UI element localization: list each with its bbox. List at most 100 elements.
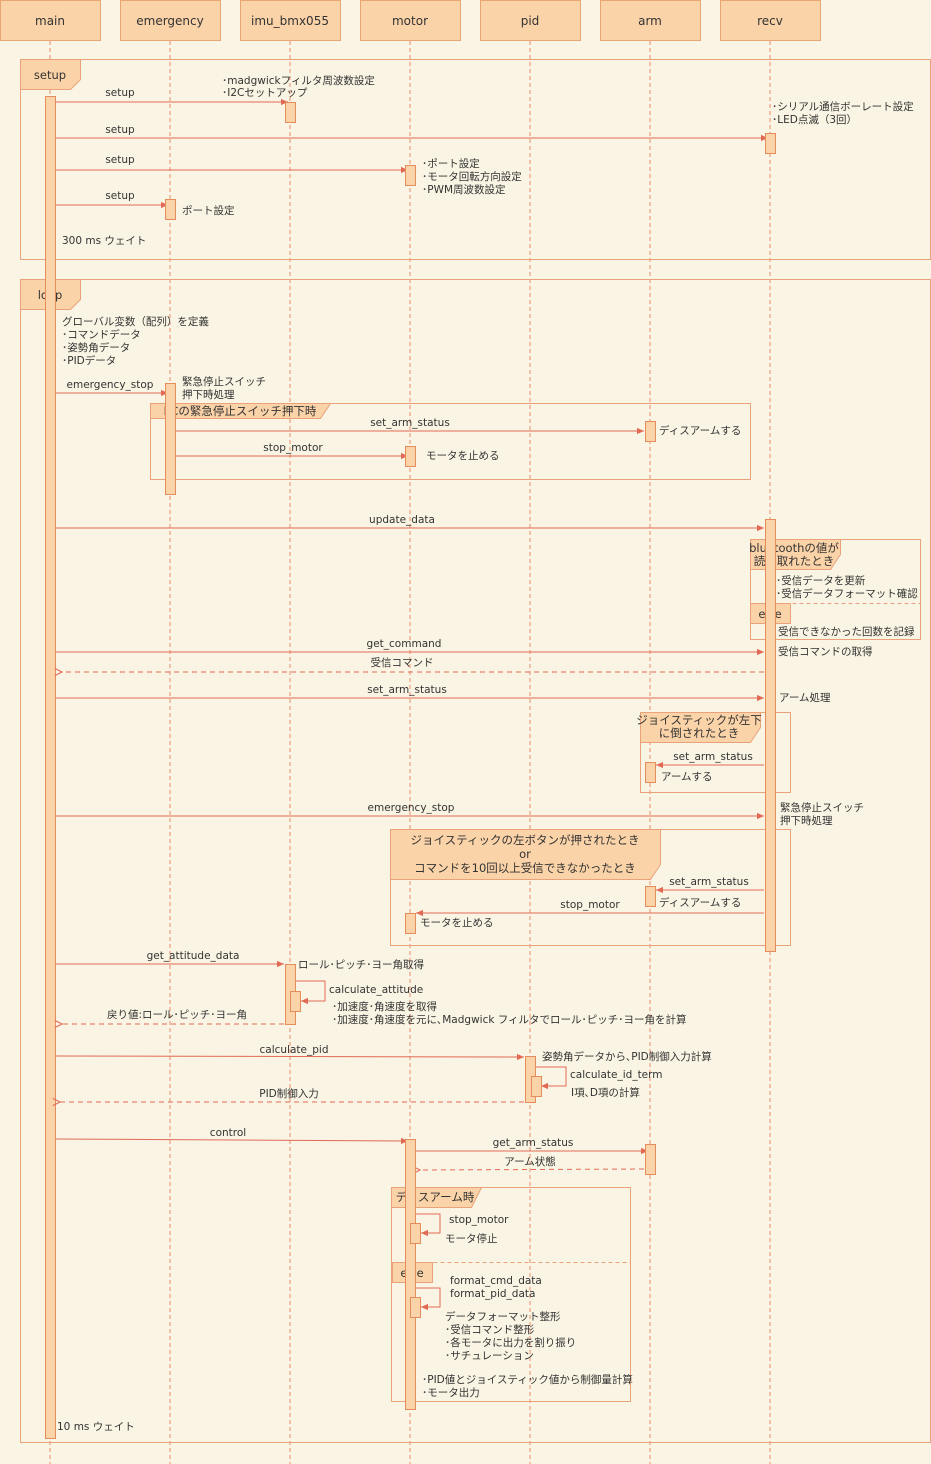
msg-calculate-attitude-label: calculate_attitude — [329, 984, 423, 996]
note-id-term-calc: I項､D項の計算 — [571, 1086, 640, 1099]
activation-imu-calc — [290, 991, 301, 1012]
note-emergency-setup: ポート設定 — [182, 204, 235, 217]
msg-received-command-label: 受信コマンド — [371, 657, 434, 669]
msg-setup-motor-label: setup — [105, 154, 135, 166]
msg-setup-recv-label: setup — [105, 124, 135, 136]
lane-imu: imu_bmx055 — [240, 0, 341, 41]
note-recv-fail: 受信できなかった回数を記録 — [778, 625, 915, 638]
note-disarm-1: ディスアームする — [659, 424, 741, 437]
msg-format-pid-data-label: format_pid_data — [450, 1288, 535, 1300]
lane-emergency: emergency — [120, 0, 221, 41]
activation-motor-stop-2 — [405, 913, 416, 934]
msg-control-label: control — [210, 1127, 246, 1139]
note-globals-1: グローバル変数（配列）を定義 — [62, 315, 209, 328]
note-recv-update-1: ･受信データを更新 — [776, 574, 866, 587]
frame-disarm-condition-label-1: ジョイスティックの左ボタンが押されたとき — [411, 833, 640, 847]
lane-main-title: main — [35, 14, 65, 28]
msg-stop-motor-1-label: stop_motor — [263, 442, 323, 454]
lane-motor-title: motor — [392, 14, 428, 28]
msg-control — [55, 1137, 409, 1145]
note-imu-setup-1: ･madgwickフィルタ周波数設定 — [222, 74, 375, 87]
note-arm-do: アームする — [661, 771, 713, 783]
note-recv-setup-1: ･シリアル通信ボーレート設定 — [772, 100, 914, 113]
note-arm-process: アーム処理 — [779, 691, 831, 704]
note-control-2: ･モータ出力 — [422, 1386, 480, 1399]
activation-emergency-loop-overlay — [165, 383, 176, 495]
msg-format — [416, 1287, 441, 1311]
note-format-2: ･受信コマンド整形 — [445, 1323, 535, 1336]
activation-arm-disarm-1 — [645, 421, 656, 442]
note-emergency-proc-2-l1: 緊急停止スイッチ — [780, 801, 864, 814]
note-get-command: 受信コマンドの取得 — [778, 646, 873, 658]
note-format-4: ･サチュレーション — [445, 1350, 534, 1362]
frame-setup-label: setup — [34, 68, 66, 82]
note-disarm-2: ディスアームする — [659, 896, 741, 909]
activation-motor-control-overlay — [405, 1139, 416, 1410]
note-imu-setup-2: ･I2Cセットアップ — [222, 87, 308, 99]
lane-pid-title: pid — [521, 14, 540, 28]
note-attitude-calc-1: ･加速度･角速度を取得 — [332, 1000, 437, 1013]
lane-emergency-title: emergency — [136, 14, 203, 28]
msg-emergency-stop-2-label: emergency_stop — [368, 802, 455, 814]
msg-get-attitude-data-label: get_attitude_data — [147, 950, 240, 962]
msg-attitude-return-label: 戻り値:ロール･ピッチ･ヨー角 — [107, 1008, 247, 1021]
note-wait-10: 10 ms ウェイト — [57, 1421, 135, 1433]
activation-pid-id — [531, 1076, 542, 1097]
msg-calculate-pid — [55, 1053, 525, 1061]
note-emergency-proc-2-l2: 押下時処理 — [780, 814, 833, 827]
msg-calculate-id-term — [536, 1066, 567, 1090]
activation-motor-setup — [405, 165, 416, 186]
lane-recv: recv — [720, 0, 821, 41]
activation-emergency-setup — [165, 199, 176, 220]
msg-emergency-stop-1-label: emergency_stop — [67, 379, 154, 391]
msg-set-arm-status-4-label: set_arm_status — [669, 876, 749, 888]
note-emergency-proc-1-l1: 緊急停止スイッチ — [182, 375, 266, 388]
frame-fc-emergency-label: FCの緊急停止スイッチ押下時 — [164, 404, 317, 418]
msg-format-cmd-data-label: format_cmd_data — [450, 1275, 542, 1287]
note-motor-stop-3: モータ停止 — [445, 1232, 498, 1245]
frame-disarm-condition-label-3: コマンドを10回以上受信できなかったとき — [414, 861, 636, 875]
lane-motor: motor — [360, 0, 461, 41]
msg-pid-return-label: PID制御入力 — [259, 1087, 319, 1100]
frame-joystick: ジョイスティックが左下 に倒されたとき — [636, 712, 791, 793]
note-motor-setup-1: ･ポート設定 — [422, 157, 480, 170]
activation-arm-disarm-2 — [645, 886, 656, 907]
frame-joystick-label-1: ジョイスティックが左下 — [636, 713, 761, 727]
activation-motor-stop-1 — [405, 446, 416, 467]
msg-stop-motor-3 — [416, 1213, 441, 1237]
frame-fc-emergency: FCの緊急停止スイッチ押下時 — [150, 403, 751, 480]
frame-bluetooth-label-1: bluetoothの値が — [749, 541, 839, 555]
msg-arm-status-return — [420, 1169, 645, 1170]
msg-update-data-label: update_data — [369, 514, 435, 526]
msg-setup-emergency-label: setup — [105, 190, 135, 202]
activation-recv-setup — [765, 133, 776, 154]
note-globals-3: ･姿勢角データ — [62, 341, 130, 354]
lane-recv-title: recv — [757, 14, 783, 28]
frame-disarm-condition: ジョイスティックの左ボタンが押されたとき or コマンドを10回以上受信できなか… — [390, 829, 791, 946]
note-globals-2: ･コマンドデータ — [62, 328, 141, 341]
msg-set-arm-status-1-label: set_arm_status — [370, 417, 450, 429]
msg-set-arm-status-3-label: set_arm_status — [673, 751, 753, 763]
note-recv-setup-2: ･LED点滅（3回） — [772, 114, 857, 126]
note-attitude-calc-2: ･加速度･角速度を元に､Madgwick フィルタでロール･ピッチ･ヨー角を計算 — [332, 1013, 687, 1026]
msg-get-arm-status-label: get_arm_status — [493, 1137, 574, 1149]
note-globals-4: ･PIDデータ — [62, 354, 116, 367]
msg-setup-imu-label: setup — [105, 87, 135, 99]
note-format-1: データフォーマット整形 — [445, 1310, 561, 1323]
lane-pid: pid — [480, 0, 581, 41]
activation-arm-do — [645, 762, 656, 783]
msg-stop-motor-2-label: stop_motor — [560, 899, 620, 911]
lane-arm: arm — [600, 0, 701, 41]
note-motor-stop-1: モータを止める — [426, 450, 500, 462]
msg-set-arm-status-2-label: set_arm_status — [367, 684, 447, 696]
activation-main-overlay — [45, 96, 56, 1439]
activation-recv-loop-overlay-2 — [765, 519, 776, 952]
msg-stop-motor-3-label: stop_motor — [449, 1214, 509, 1226]
msg-calculate-attitude — [296, 980, 326, 1005]
note-control-1: ･PID値とジョイスティック値から制御量計算 — [422, 1373, 633, 1386]
activation-motor-stop-3 — [410, 1223, 421, 1244]
msg-arm-status-return-label: アーム状態 — [504, 1155, 556, 1168]
lane-imu-title: imu_bmx055 — [251, 14, 329, 28]
note-pid-calc: 姿勢角データから､PID制御入力計算 — [542, 1050, 712, 1063]
